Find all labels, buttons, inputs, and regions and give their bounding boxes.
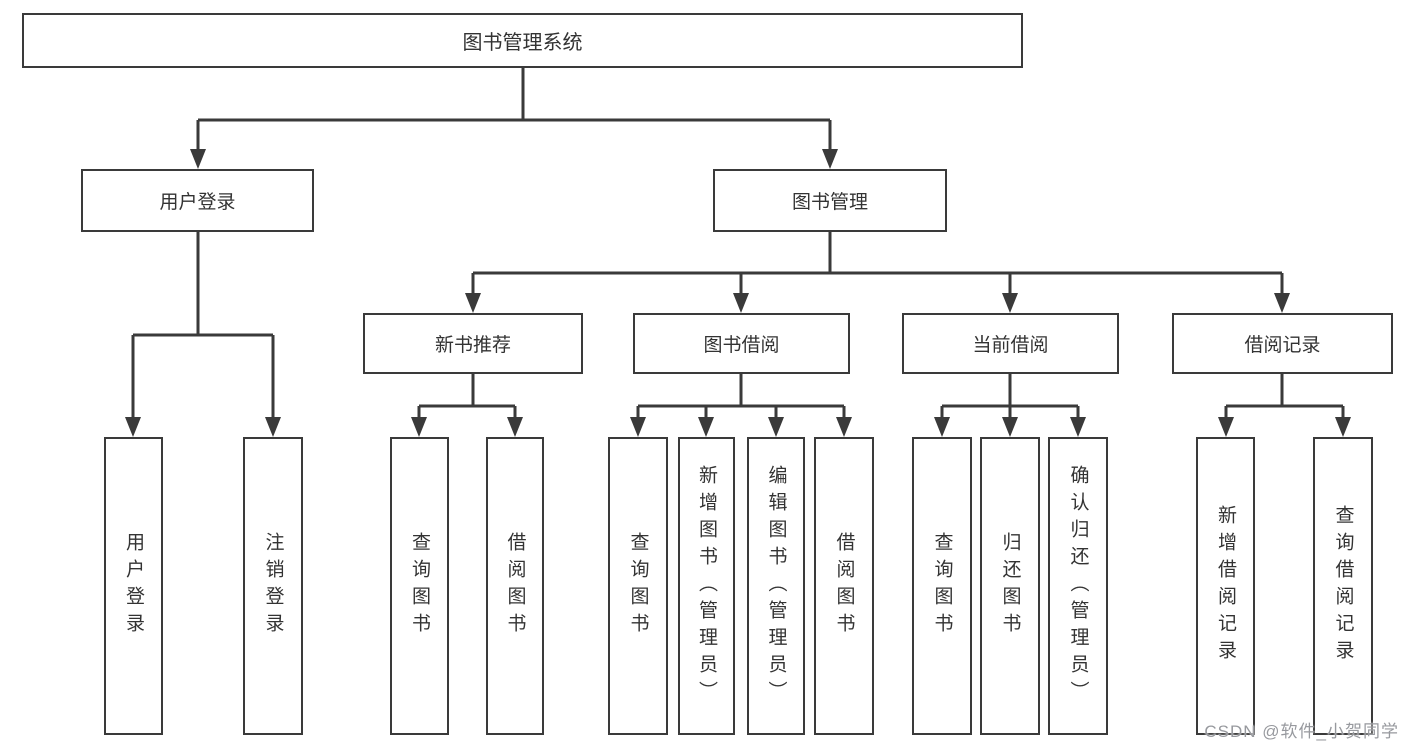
node-current-borrow: 当前借阅 — [902, 313, 1119, 374]
node-label: 图书借阅 — [703, 335, 780, 356]
leaf-label: 用户登录 — [123, 532, 144, 640]
leaf-confirm-return-admin: 确认归还（管理员） — [1048, 437, 1108, 735]
leaf-label: 查询借阅记录 — [1332, 505, 1354, 667]
leaf-add-books-admin: 新增图书（管理员） — [678, 437, 735, 735]
node-user-login: 用户登录 — [81, 169, 314, 232]
node-label: 用户登录 — [159, 192, 236, 213]
leaf-label: 借阅图书 — [504, 532, 526, 640]
node-borrow-record: 借阅记录 — [1172, 313, 1393, 374]
leaf-label: 查询图书 — [627, 532, 649, 640]
leaf-edit-books-admin: 编辑图书（管理员） — [747, 437, 805, 735]
node-label: 图书管理系统 — [462, 32, 583, 54]
node-book-management: 图书管理 — [713, 169, 947, 232]
node-label: 新书推荐 — [434, 335, 511, 356]
leaf-borrow-books-recommend: 借阅图书 — [486, 437, 544, 735]
leaf-label: 借阅图书 — [833, 532, 855, 640]
csdn-watermark: CSDN @软件_小贺同学 — [1204, 722, 1399, 741]
leaf-query-books-recommend: 查询图书 — [390, 437, 449, 735]
leaf-label: 查询图书 — [931, 532, 953, 640]
leaf-return-books: 归还图书 — [980, 437, 1040, 735]
leaf-label: 查询图书 — [409, 532, 430, 640]
node-label: 借阅记录 — [1244, 335, 1321, 356]
leaf-query-borrow-record: 查询借阅记录 — [1313, 437, 1373, 735]
leaf-logout: 注销登录 — [243, 437, 303, 735]
leaf-user-login: 用户登录 — [104, 437, 163, 735]
leaf-query-books-current: 查询图书 — [912, 437, 972, 735]
leaf-label: 注销登录 — [262, 532, 284, 640]
leaf-label: 确认归还（管理员） — [1067, 464, 1089, 708]
leaf-label: 归还图书 — [999, 532, 1021, 640]
leaf-label: 编辑图书（管理员） — [765, 464, 787, 708]
node-book-borrow: 图书借阅 — [633, 313, 850, 374]
leaf-query-books-borrow: 查询图书 — [608, 437, 668, 735]
leaf-borrow-books: 借阅图书 — [814, 437, 874, 735]
node-label: 图书管理 — [791, 192, 868, 213]
leaf-label: 新增借阅记录 — [1215, 505, 1236, 667]
node-label: 当前借阅 — [972, 335, 1049, 356]
node-root-system: 图书管理系统 — [22, 13, 1023, 68]
leaf-add-borrow-record: 新增借阅记录 — [1196, 437, 1255, 735]
node-new-book-recommend: 新书推荐 — [363, 313, 583, 374]
leaf-label: 新增图书（管理员） — [696, 464, 717, 708]
